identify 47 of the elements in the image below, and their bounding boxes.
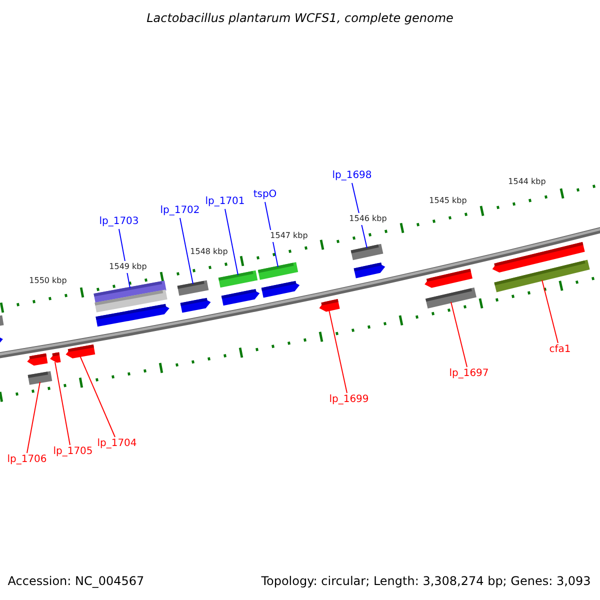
title: Lactobacillus plantarum WCFS1, complete genome (146, 12, 454, 24)
gene-bar (177, 280, 209, 296)
leader-line (180, 218, 194, 284)
gene-bar (28, 371, 52, 385)
leader-line (54, 362, 70, 446)
leader-line (542, 280, 558, 344)
gene-feature (221, 288, 260, 306)
gene-bar (218, 270, 258, 288)
scale-label: 1544 kbp (507, 176, 547, 188)
gene-label: lp_1704 (97, 438, 137, 450)
gene-bar (350, 244, 384, 260)
gene-label: cfa1 (549, 344, 571, 356)
gene-feature (50, 352, 61, 363)
gene-label: lp_1701 (205, 196, 245, 208)
gene-label: lp_1697 (449, 368, 489, 380)
scale-label: 1547 kbp (269, 230, 309, 242)
gene-label: lp_1705 (53, 446, 93, 458)
gene-feature (66, 344, 96, 358)
accession-text: Accession: NC_004567 (8, 575, 144, 587)
genome-info-text: Topology: circular; Length: 3,308,274 bp; Genes: 3,093 (261, 575, 591, 587)
scale-label: 1548 kbp (189, 246, 229, 258)
leader-line (26, 382, 40, 454)
gene-feature (319, 299, 340, 312)
gene-bar (258, 262, 298, 280)
gene-bar (494, 260, 590, 292)
gene-label: lp_1706 (7, 454, 47, 466)
leader-line (328, 310, 348, 394)
gene-bar (426, 288, 476, 308)
gene-label: lp_1703 (99, 216, 139, 228)
gene-feature (96, 304, 170, 327)
gene-feature (180, 298, 211, 313)
leader-line (224, 208, 238, 276)
gene-label: tspO (253, 189, 277, 201)
leader-line (80, 356, 116, 438)
scale-label: 1546 kbp (348, 213, 388, 225)
gene-feature (27, 353, 48, 366)
gene-label: lp_1698 (332, 170, 372, 182)
gene-label: lp_1702 (160, 205, 200, 217)
scale-label: 1550 kbp (28, 275, 68, 287)
scale-label: 1545 kbp (428, 195, 468, 207)
gene-feature (354, 262, 386, 278)
gene-bar (0, 315, 4, 327)
gene-label: lp_1699 (329, 394, 369, 406)
gene-feature (261, 280, 300, 298)
leader-line (450, 302, 468, 368)
gene-feature (424, 268, 472, 288)
scale-label: 1549 kbp (108, 261, 148, 273)
